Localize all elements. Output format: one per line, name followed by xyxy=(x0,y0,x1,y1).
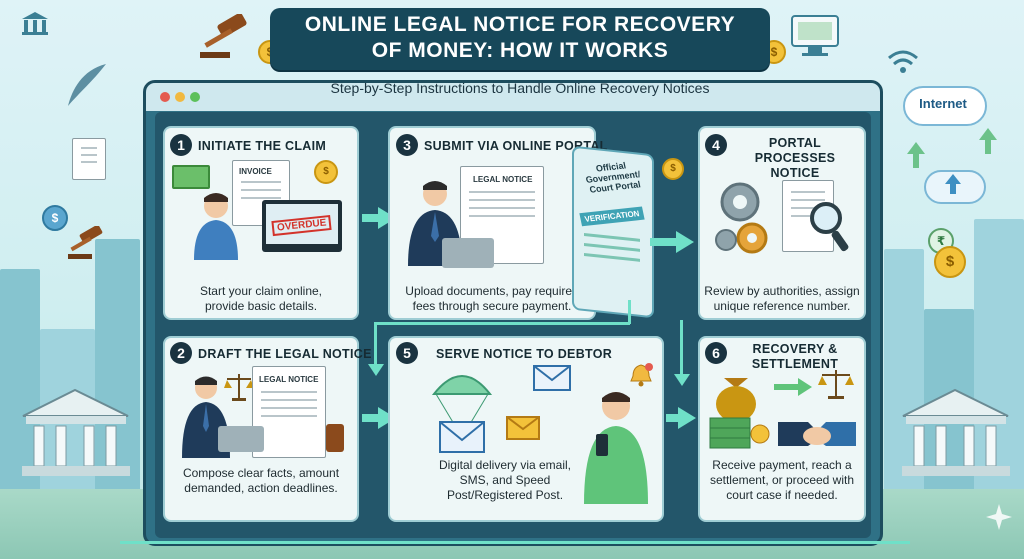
gavel-icon xyxy=(198,13,258,65)
document-icon xyxy=(72,138,106,180)
close-dot-icon[interactable] xyxy=(160,92,170,102)
parachute-email-icon xyxy=(430,368,494,469)
step-title: INITIATE THE CLAIM xyxy=(198,139,327,153)
quill-icon xyxy=(62,60,112,115)
step-description: Digital delivery via email,SMS, and Spee… xyxy=(438,458,572,502)
flow-arrow xyxy=(666,414,680,422)
title-banner xyxy=(270,8,770,70)
courthouse-small-icon xyxy=(20,10,50,41)
connector-line xyxy=(374,322,377,366)
internet-label: Internet xyxy=(919,96,967,111)
verification-banner: VERIFICATION xyxy=(579,206,645,227)
return-connector xyxy=(120,541,910,544)
gavel-icon xyxy=(66,224,112,265)
monitor-icon xyxy=(790,14,840,63)
step-number: 5 xyxy=(396,342,418,364)
step-number: 3 xyxy=(396,134,418,156)
dollar-icon: $ xyxy=(42,205,68,231)
money-bag-icon xyxy=(706,372,772,457)
envelope-icon xyxy=(532,364,572,399)
gears-icon xyxy=(712,178,782,263)
courthouse-icon xyxy=(18,388,133,478)
step-title: RECOVERY &SETTLEMENT xyxy=(751,342,839,371)
dollar-coin-icon: $ xyxy=(934,246,966,278)
connector-line xyxy=(628,300,631,324)
laptop-icon xyxy=(218,426,264,452)
step-number: 6 xyxy=(705,342,727,364)
legal-notice-label: LEGAL NOTICE xyxy=(259,375,319,384)
step-number: 4 xyxy=(705,134,727,156)
envelope-icon xyxy=(506,416,540,445)
title-line-2: OF MONEY: HOW IT WORKS xyxy=(371,39,669,62)
coin-icon: $ xyxy=(662,158,684,180)
maximize-dot-icon[interactable] xyxy=(190,92,200,102)
step-number: 2 xyxy=(170,342,192,364)
flow-arrow xyxy=(650,238,676,246)
flow-arrow xyxy=(362,414,380,422)
cash-icon xyxy=(172,165,210,189)
building xyxy=(0,269,40,499)
connector-arrow-head xyxy=(674,374,690,386)
step-title: SUBMIT VIA ONLINE PORTAL xyxy=(424,139,608,153)
step-title: DRAFT THE LEGAL NOTICE xyxy=(198,347,372,361)
coin-icon: $ xyxy=(314,160,338,184)
flow-arrow-head xyxy=(678,407,696,429)
magnifier-icon xyxy=(808,200,854,261)
stressed-person-icon xyxy=(186,190,246,265)
scales-icon xyxy=(818,368,854,405)
stamp-icon xyxy=(326,424,344,452)
invoice-label: INVOICE xyxy=(239,167,272,176)
connector-line xyxy=(680,320,683,376)
worried-person-icon xyxy=(578,384,654,509)
legal-notice-document: LEGAL NOTICE xyxy=(252,366,326,458)
title-line-1: ONLINE LEGAL NOTICE FOR RECOVERY xyxy=(304,13,736,36)
window-titlebar xyxy=(146,83,880,111)
up-arrow-icon xyxy=(906,140,926,175)
laptop-icon xyxy=(442,238,494,268)
right-arrow-icon xyxy=(774,378,812,401)
internet-cloud-icon xyxy=(903,86,987,126)
step-number: 1 xyxy=(170,134,192,156)
step-description: Start your claim online,provide basic de… xyxy=(199,284,323,313)
connector-line xyxy=(374,322,630,325)
flow-arrow-head xyxy=(676,231,694,253)
minimize-dot-icon[interactable] xyxy=(175,92,185,102)
sparkle-icon xyxy=(986,504,1012,535)
bell-icon xyxy=(628,362,654,393)
monitor-icon: OVERDUE xyxy=(262,200,342,252)
building xyxy=(95,239,140,499)
flow-arrow xyxy=(362,214,380,222)
building xyxy=(974,219,1024,499)
wifi-icon xyxy=(886,46,920,81)
handshake-icon xyxy=(778,412,856,463)
connector-arrow-head xyxy=(368,364,384,376)
upload-arrow-icon xyxy=(944,172,962,201)
courthouse-icon xyxy=(898,388,1013,478)
legal-notice-label: LEGAL NOTICE xyxy=(473,175,533,184)
step-title: SERVE NOTICE TO DEBTOR xyxy=(436,347,613,361)
page-title: ONLINE LEGAL NOTICE FOR RECOVERY OF MONE… xyxy=(270,12,770,64)
subtitle: Step-by-Step Instructions to Handle Onli… xyxy=(330,80,710,96)
up-arrow-icon xyxy=(978,126,998,161)
